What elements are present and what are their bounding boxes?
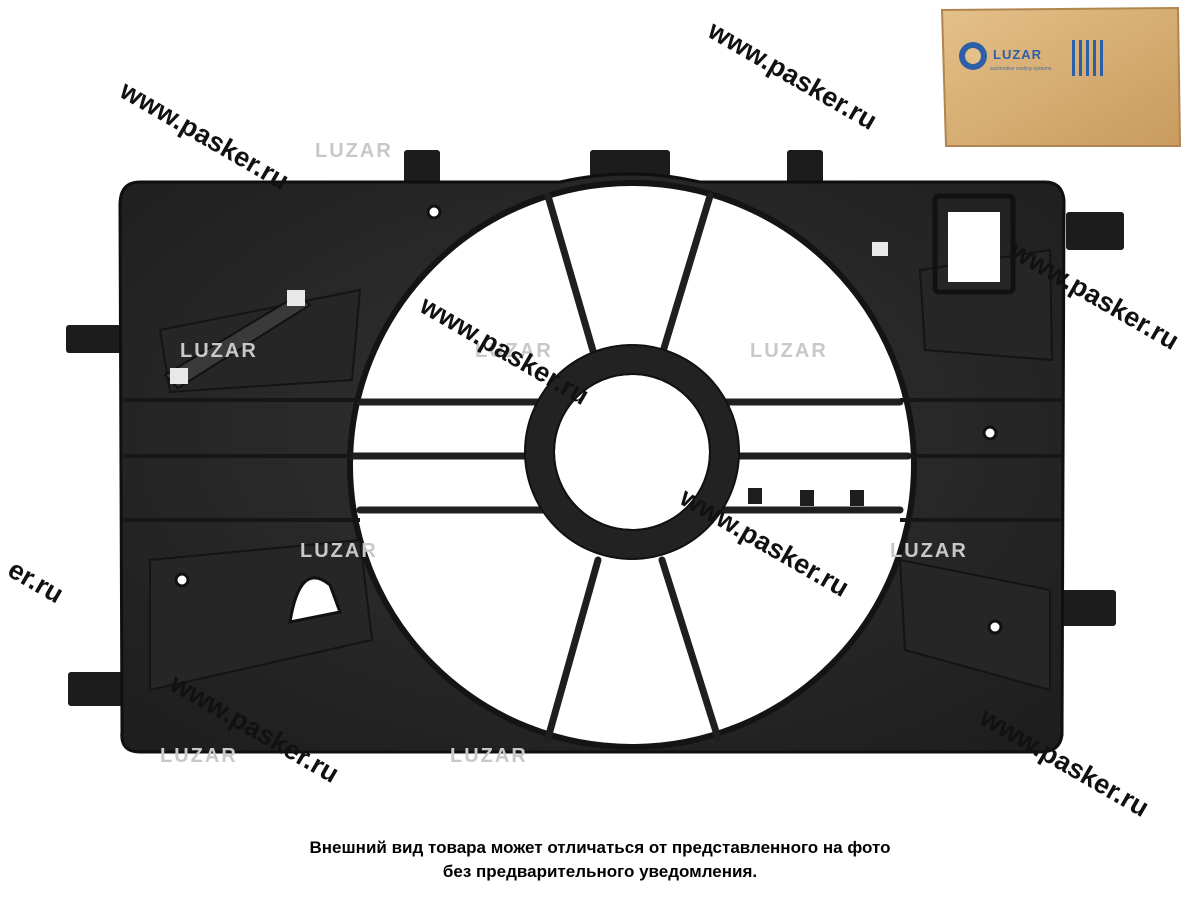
- faint-brand-mark: LUZAR: [160, 745, 238, 767]
- faint-brand-mark: LUZAR: [750, 340, 828, 362]
- faint-brand-mark: LUZAR: [450, 745, 528, 767]
- top-clip-left: [404, 150, 440, 190]
- motor-ring: [525, 345, 739, 559]
- faint-brand-mark: LUZAR: [300, 540, 378, 562]
- faint-brand-mark: LUZAR: [180, 340, 258, 362]
- fan-spokes: [348, 192, 912, 742]
- faint-brand-mark: LUZAR: [315, 140, 393, 162]
- faint-brand-mark: LUZAR: [475, 340, 553, 362]
- disclaimer-line-2: без предварительного уведомления.: [442, 862, 758, 881]
- connector-housing: [932, 193, 1016, 295]
- fan-shroud: [66, 150, 1124, 754]
- box-tagline: automotive cooling systems: [990, 66, 1052, 72]
- faint-brand-mark: LUZAR: [890, 540, 968, 562]
- product-box: [940, 6, 1182, 147]
- top-clip-right: [787, 150, 823, 190]
- mount-tab-right-top: [1066, 212, 1124, 250]
- mount-tab-left-top: [66, 325, 128, 353]
- box-brand-label: LUZAR: [993, 47, 1043, 62]
- barcode-stripes: [1072, 40, 1103, 76]
- disclaimer-line-1: Внешний вид товара может отличаться от п…: [309, 838, 891, 857]
- mount-tab-right-bottom: [1060, 590, 1116, 626]
- mount-tab-left-bottom: [68, 672, 130, 706]
